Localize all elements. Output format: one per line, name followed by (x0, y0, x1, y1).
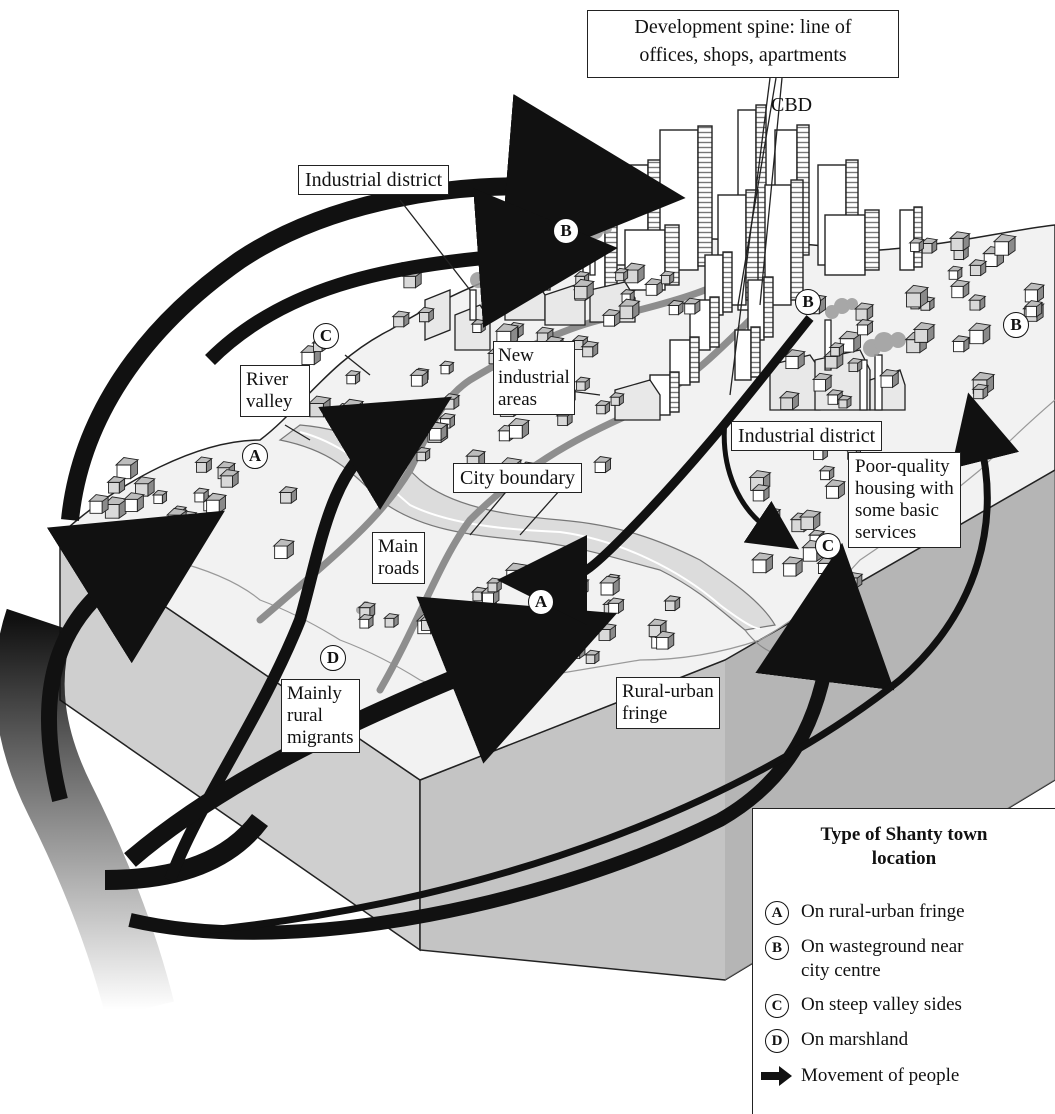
rural-migrants-line3: migrants (287, 727, 354, 749)
city-boundary-label: City boundary (453, 463, 582, 493)
development-spine-line1: Development spine: line of (592, 13, 894, 41)
legend: Type of Shanty town location A On rural-… (752, 808, 1055, 1114)
new-industrial-areas-label: New industrial areas (493, 341, 575, 415)
legend-symbol-c: C (765, 994, 789, 1018)
legend-text-a: On rural-urban fringe (801, 901, 965, 923)
poor-quality-housing-label: Poor-quality housing with some basic ser… (848, 452, 961, 548)
legend-text-b-line2: city centre (801, 960, 881, 982)
legend-title-line2: location (753, 847, 1055, 871)
site-marker-a: A (528, 589, 554, 615)
arrow-icon (761, 1065, 793, 1087)
rural-urban-fringe-line2: fringe (622, 703, 714, 725)
rural-urban-fringe-label: Rural-urban fringe (616, 677, 720, 729)
river-valley-line2: valley (246, 391, 304, 413)
river-valley-line1: River (246, 369, 304, 391)
legend-symbol-d: D (765, 1029, 789, 1053)
site-marker-b: B (1003, 312, 1029, 338)
site-marker-b: B (553, 218, 579, 244)
legend-symbol-b: B (765, 936, 789, 960)
cbd-label: CBD (771, 94, 812, 116)
legend-title-line1: Type of Shanty town (753, 823, 1055, 847)
main-roads-line2: roads (378, 558, 419, 580)
development-spine-line2: offices, shops, apartments (592, 41, 894, 69)
site-marker-c: C (815, 533, 841, 559)
new-industrial-line1: New (498, 345, 570, 367)
rural-migrants-line2: rural (287, 705, 354, 727)
legend-text-c: On steep valley sides (801, 994, 962, 1016)
industrial-district-left-label: Industrial district (298, 165, 449, 195)
site-marker-a: A (242, 443, 268, 469)
industrial-district-right-label: Industrial district (731, 421, 882, 451)
poor-housing-line2: housing with (855, 478, 954, 500)
site-marker-d: D (320, 645, 346, 671)
legend-symbol-a: A (765, 901, 789, 925)
main-roads-line1: Main (378, 536, 419, 558)
main-roads-label: Main roads (372, 532, 425, 584)
site-marker-c: C (313, 323, 339, 349)
legend-text-arrow: Movement of people (801, 1065, 959, 1087)
legend-title: Type of Shanty town location (753, 823, 1055, 871)
new-industrial-line3: areas (498, 389, 570, 411)
site-marker-b: B (795, 289, 821, 315)
rural-migrants-label: Mainly rural migrants (281, 679, 360, 753)
new-industrial-line2: industrial (498, 367, 570, 389)
development-spine-label: Development spine: line of offices, shop… (587, 10, 899, 78)
poor-housing-line4: services (855, 522, 954, 544)
rural-urban-fringe-line1: Rural-urban (622, 681, 714, 703)
poor-housing-line1: Poor-quality (855, 456, 954, 478)
river-valley-label: River valley (240, 365, 310, 417)
legend-text-b: On wasteground near (801, 936, 964, 958)
legend-text-d: On marshland (801, 1029, 908, 1051)
poor-housing-line3: some basic (855, 500, 954, 522)
rural-migrants-line1: Mainly (287, 683, 354, 705)
